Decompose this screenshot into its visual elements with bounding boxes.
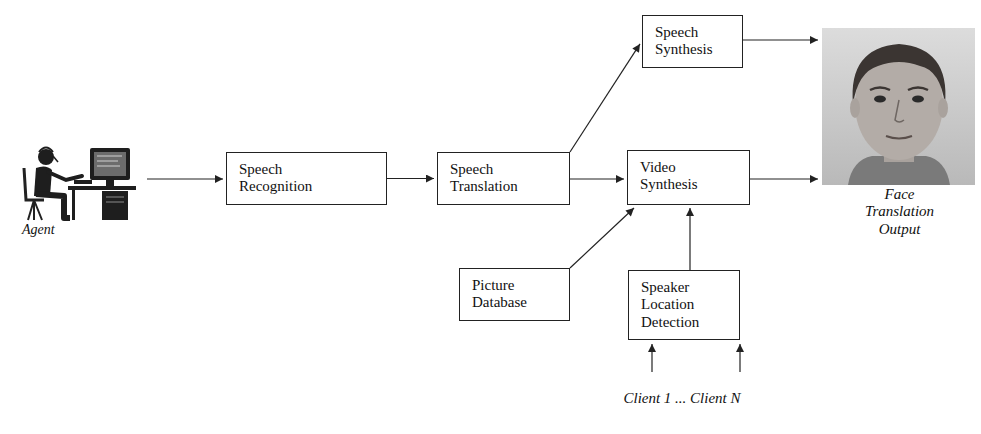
process-box: Speech Synthesis	[642, 15, 743, 68]
box-label: Speech Recognition	[239, 161, 334, 196]
process-box: Speech Translation	[437, 152, 570, 205]
arrow-connector	[147, 178, 223, 179]
arrow-connector	[743, 39, 818, 40]
box-label: Speaker Location Detection	[641, 279, 721, 331]
figure-caption: Face Translation Output	[850, 186, 950, 238]
client-arrow	[739, 344, 740, 372]
agent-figure: Agent	[10, 140, 145, 248]
arrow-connector	[570, 178, 624, 179]
client-label: Client 1 ... Client N	[582, 390, 782, 407]
figure-caption: Agent	[22, 222, 132, 238]
box-label: Picture Database	[472, 277, 547, 312]
database-box: Picture Database	[459, 268, 570, 321]
arrow-connector	[570, 208, 634, 268]
process-box: Speech Recognition	[226, 152, 387, 205]
box-label: Video Synthesis	[640, 159, 720, 194]
box-label: Speech Synthesis	[655, 24, 730, 59]
agent-illustration	[24, 148, 136, 221]
arrow-connector	[387, 178, 434, 179]
output-face: Face Translation Output	[822, 28, 977, 243]
arrow-connector	[570, 44, 640, 152]
arrow-connector	[750, 178, 818, 179]
client-arrow	[651, 344, 652, 372]
process-box: Video Synthesis	[627, 150, 750, 205]
arrow-connector	[689, 208, 690, 270]
client-arrows	[652, 344, 740, 372]
box-label: Speech Translation	[450, 161, 535, 196]
process-box: Speaker Location Detection	[628, 270, 740, 340]
face-picture	[822, 28, 975, 185]
